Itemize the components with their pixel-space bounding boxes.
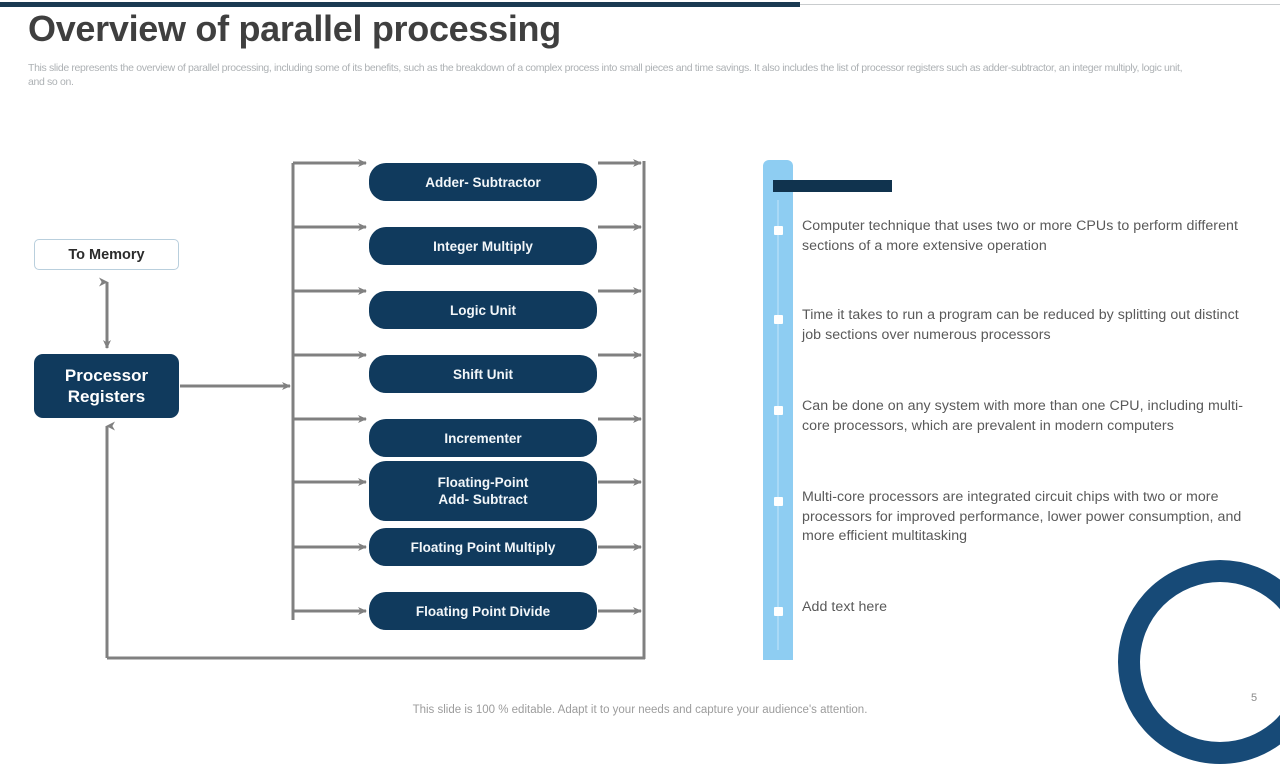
processor-unit-label: Floating-Point bbox=[437, 475, 529, 490]
page-number: 5 bbox=[1251, 692, 1258, 704]
footer-note: This slide is 100 % editable. Adapt it t… bbox=[412, 704, 868, 716]
processor-unit-box[interactable]: Shift Unit bbox=[369, 355, 597, 393]
bullet-text: Can be done on any system with more than… bbox=[802, 398, 1243, 434]
parallel-processing-diagram: To Memory Processor Registers Adder- Sub… bbox=[0, 130, 740, 675]
processor-unit-label: Floating Point Multiply bbox=[410, 539, 556, 555]
processor-unit-box[interactable]: Floating Point Multiply bbox=[369, 528, 597, 566]
bullet-marker-icon bbox=[774, 406, 783, 415]
bullet-text: Add text here bbox=[802, 599, 888, 615]
header-accent-bar-light bbox=[800, 4, 1280, 5]
processor-registers-label-line1: Processor bbox=[64, 366, 149, 385]
processor-unit-box[interactable]: Incrementer bbox=[369, 419, 597, 457]
bullet-marker-icon bbox=[774, 497, 783, 506]
processor-unit-label: Adder- Subtractor bbox=[425, 174, 541, 190]
page-subtitle: This slide represents the overview of pa… bbox=[28, 62, 1183, 88]
to-memory-box[interactable]: To Memory bbox=[34, 239, 179, 270]
header-accent-bar-dark bbox=[0, 2, 800, 7]
diagram-connectors bbox=[99, 159, 646, 660]
bullet-marker-icon bbox=[774, 315, 783, 324]
processor-registers-label-line2: Registers bbox=[67, 387, 146, 406]
processor-unit-label: Logic Unit bbox=[450, 302, 516, 318]
processor-unit-box[interactable]: Floating Point Divide bbox=[369, 592, 597, 630]
bullet-text: Computer technique that uses two or more… bbox=[802, 218, 1238, 254]
bullet-marker-icon bbox=[774, 607, 783, 616]
processor-unit-label: Floating Point Divide bbox=[415, 603, 551, 619]
processor-unit-label: Integer Multiply bbox=[433, 238, 533, 254]
panel-navy-tab bbox=[773, 180, 892, 192]
bullet-text: Multi-core processors are integrated cir… bbox=[802, 489, 1242, 544]
panel-rail-inner-line bbox=[777, 200, 779, 650]
description-panel: Computer technique that uses two or more… bbox=[763, 160, 1263, 660]
processor-unit-label: Shift Unit bbox=[453, 366, 513, 382]
processor-unit-box[interactable]: Logic Unit bbox=[369, 291, 597, 329]
processor-registers-box[interactable]: Processor Registers bbox=[34, 354, 179, 418]
bullet-marker-icon bbox=[774, 226, 783, 235]
to-memory-label: To Memory bbox=[68, 246, 145, 263]
processor-unit-box[interactable]: Adder- Subtractor bbox=[369, 163, 597, 201]
processor-unit-label: Incrementer bbox=[444, 430, 522, 446]
bullet-text: Time it takes to run a program can be re… bbox=[802, 307, 1239, 343]
processor-unit-label: Add- Subtract bbox=[438, 492, 528, 507]
page-title: Overview of parallel processing bbox=[28, 8, 561, 49]
processor-unit-box[interactable]: Integer Multiply bbox=[369, 227, 597, 265]
